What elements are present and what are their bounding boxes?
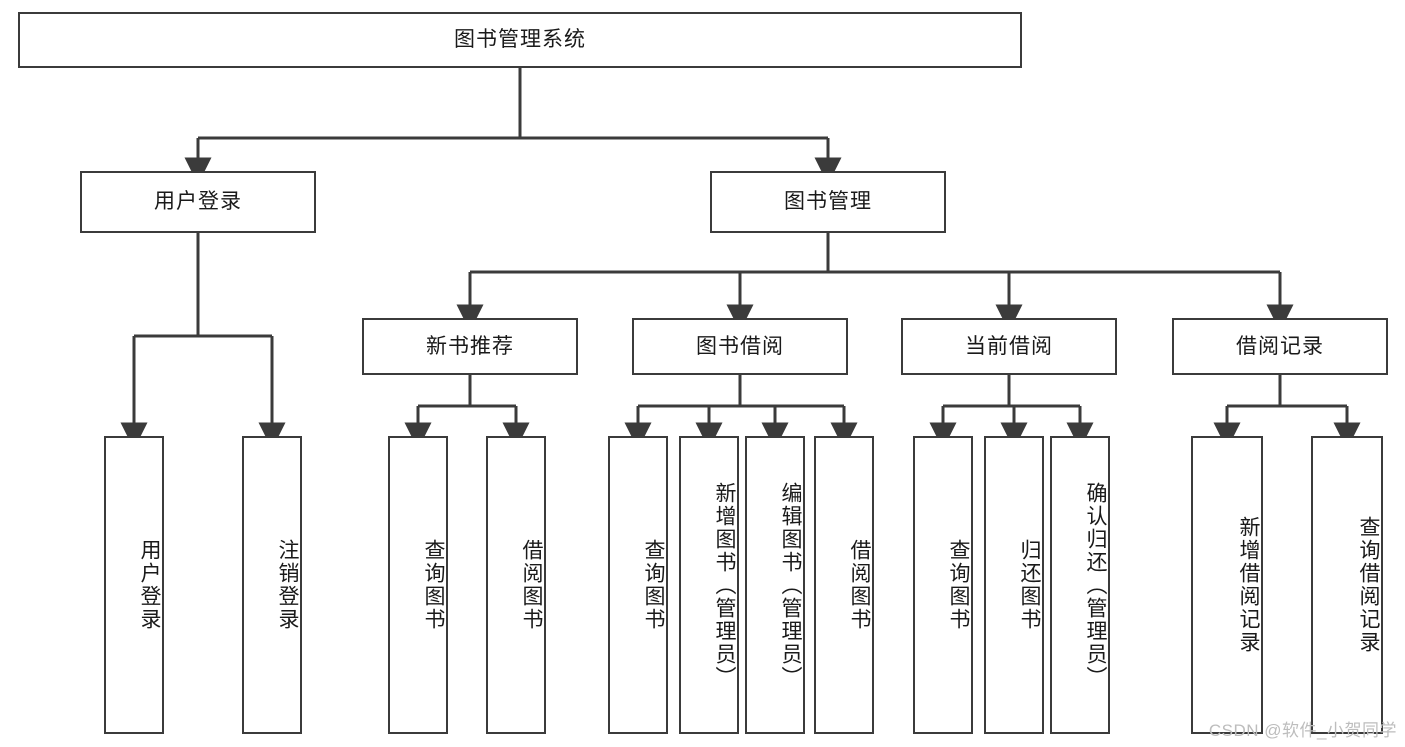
node-label: 归还图书 xyxy=(1018,539,1041,631)
node-leaf_borrow_book_2[interactable]: 借阅图书 xyxy=(814,436,874,734)
node-label: 新增借阅记录 xyxy=(1237,516,1260,654)
node-label: 新书推荐 xyxy=(426,334,514,358)
node-book_borrow[interactable]: 图书借阅 xyxy=(632,318,848,375)
node-label: 确认归还（管理员） xyxy=(1084,481,1107,689)
node-leaf_borrow_book_1[interactable]: 借阅图书 xyxy=(486,436,546,734)
node-book_mgmt[interactable]: 图书管理 xyxy=(710,171,946,233)
node-user_login[interactable]: 用户登录 xyxy=(80,171,316,233)
node-label: 图书借阅 xyxy=(696,334,784,358)
node-label: 借阅图书 xyxy=(848,539,871,631)
node-root[interactable]: 图书管理系统 xyxy=(18,12,1022,68)
node-label: 查询图书 xyxy=(947,539,970,631)
node-label: 图书管理 xyxy=(784,190,872,214)
node-new_book_rec[interactable]: 新书推荐 xyxy=(362,318,578,375)
node-current_borrow[interactable]: 当前借阅 xyxy=(901,318,1117,375)
node-label: 借阅记录 xyxy=(1236,334,1324,358)
node-leaf_query_book_3[interactable]: 查询图书 xyxy=(913,436,973,734)
node-leaf_query_book_2[interactable]: 查询图书 xyxy=(608,436,668,734)
node-label: 新增图书（管理员） xyxy=(713,481,736,689)
node-leaf_edit_book[interactable]: 编辑图书（管理员） xyxy=(745,436,805,734)
watermark-label: CSDN @软件_小贺同学 xyxy=(1208,721,1397,740)
node-label: 编辑图书（管理员） xyxy=(779,481,802,689)
node-label: 查询图书 xyxy=(642,539,665,631)
node-leaf_add_record[interactable]: 新增借阅记录 xyxy=(1191,436,1263,734)
node-borrow_record[interactable]: 借阅记录 xyxy=(1172,318,1388,375)
node-leaf_add_book[interactable]: 新增图书（管理员） xyxy=(679,436,739,734)
node-leaf_query_book_1[interactable]: 查询图书 xyxy=(388,436,448,734)
node-leaf_query_record[interactable]: 查询借阅记录 xyxy=(1311,436,1383,734)
node-label: 查询图书 xyxy=(422,539,445,631)
node-label: 借阅图书 xyxy=(520,539,543,631)
node-label: 用户登录 xyxy=(154,190,242,214)
node-label: 注销登录 xyxy=(276,539,299,631)
node-label: 图书管理系统 xyxy=(454,28,586,52)
node-label: 当前借阅 xyxy=(965,334,1053,358)
node-leaf_user_login[interactable]: 用户登录 xyxy=(104,436,164,734)
node-leaf_return_book[interactable]: 归还图书 xyxy=(984,436,1044,734)
node-leaf_confirm_return[interactable]: 确认归还（管理员） xyxy=(1050,436,1110,734)
node-leaf_user_logout[interactable]: 注销登录 xyxy=(242,436,302,734)
node-label: 查询借阅记录 xyxy=(1357,516,1380,654)
node-label: 用户登录 xyxy=(138,539,161,631)
